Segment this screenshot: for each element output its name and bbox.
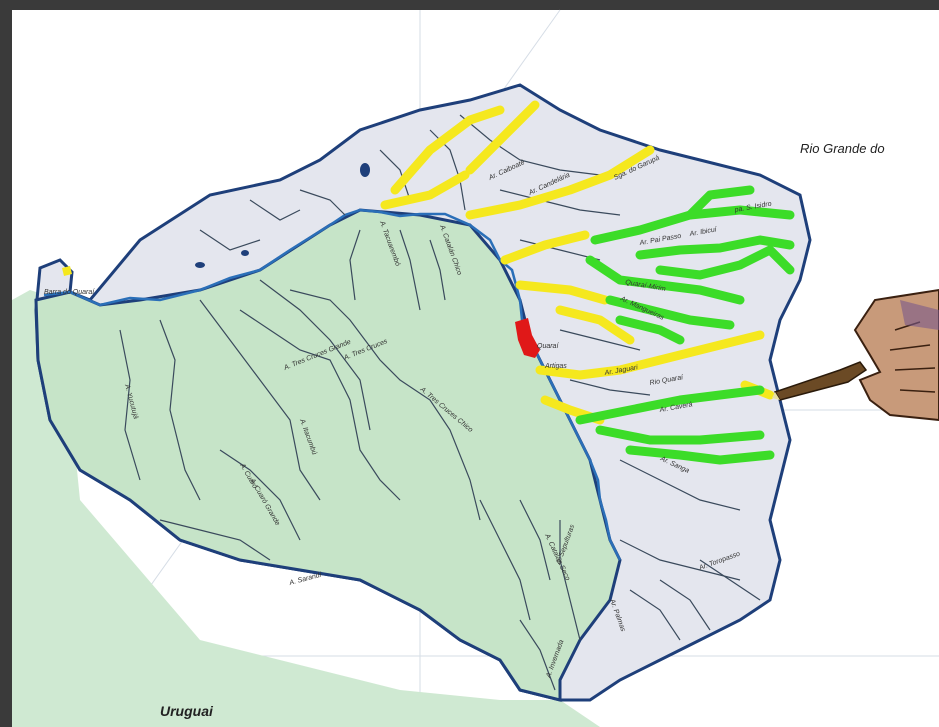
label-quarai: Quaraí (537, 343, 559, 350)
label-barra-quarai: Barra do Quaraí (44, 289, 95, 296)
label-uruguai: Uruguai (160, 703, 214, 719)
yellow-dot-barra (62, 266, 72, 276)
uruguay-outer-area (12, 290, 600, 727)
stream-network (119, 114, 761, 691)
yellow-highlighted-streams (380, 100, 775, 425)
label-artigas: Artigas (544, 363, 567, 370)
red-highlight-quarai (515, 318, 540, 358)
lagoons (195, 163, 370, 268)
rio-quarai-line (43, 208, 622, 561)
hand-with-marker-icon (772, 288, 939, 422)
green-highlighted-streams (575, 185, 795, 465)
label-rio-grande: Rio Grande do (800, 141, 885, 156)
